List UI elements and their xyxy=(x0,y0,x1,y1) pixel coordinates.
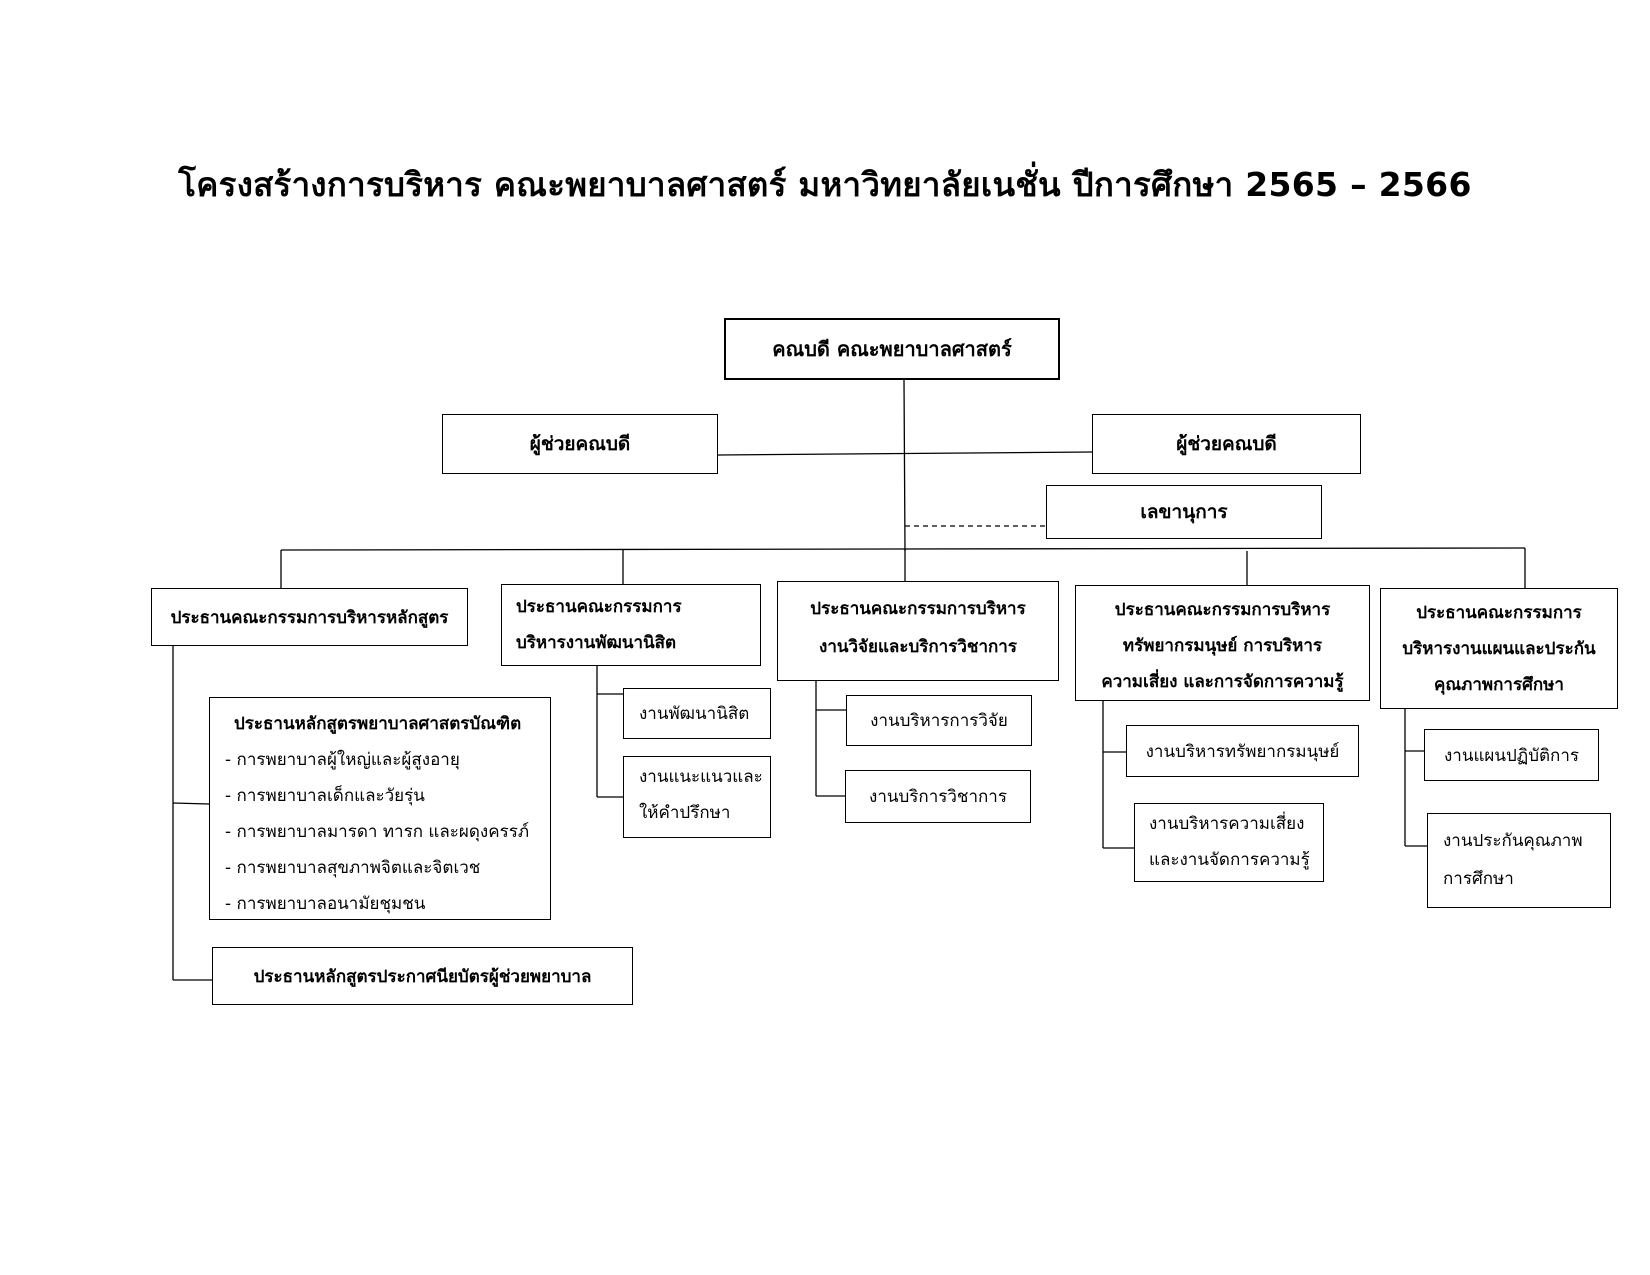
research-chair-box: ประธานคณะกรรมการบริหาร งานวิจัยและบริการ… xyxy=(777,581,1059,681)
page-title: โครงสร้างการบริหาร คณะพยาบาลศาสตร์ มหาวิ… xyxy=(178,165,1472,204)
curriculum-chair-label: ประธานคณะกรรมการบริหารหลักสูตร xyxy=(170,607,449,628)
hr-unit-label: และงานจัดการความรู้ xyxy=(1149,850,1310,870)
plan-chair-line-1: ประธานคณะกรรมการ xyxy=(1416,603,1582,623)
student-dev-chair-box: ประธานคณะกรรมการ บริหารงานพัฒนานิสิต xyxy=(501,584,761,666)
certificate-program-label: ประธานหลักสูตรประกาศนียบัตรผู้ช่วยพยาบาล xyxy=(253,966,592,987)
student-unit-label: งานพัฒนานิสิต xyxy=(639,704,750,724)
plan-chair-line-2: บริหารงานแผนและประกัน xyxy=(1402,639,1596,659)
hr-chair-box: ประธานคณะกรรมการบริหาร ทรัพยากรมนุษย์ กา… xyxy=(1075,585,1370,701)
curriculum-item: - การพยาบาลอนามัยชุมชน xyxy=(225,894,426,914)
dean-box: คณบดี คณะพยาบาลศาสตร์ xyxy=(724,318,1060,380)
assistant-dean-right-box: ผู้ช่วยคณบดี xyxy=(1092,414,1361,474)
hr-unit-label: งานบริหารความเสี่ยง xyxy=(1149,814,1305,834)
curriculum-item: - การพยาบาลสุขภาพจิตและจิตเวช xyxy=(225,858,481,878)
research-chair-line-1: ประธานคณะกรรมการบริหาร xyxy=(810,599,1026,619)
plan-unit-box-2: งานประกันคุณภาพ การศึกษา xyxy=(1427,813,1611,908)
student-unit-label: งานแนะแนวและ xyxy=(639,767,763,787)
student-unit-box-1: งานพัฒนานิสิต xyxy=(623,688,771,739)
assistant-dean-right-label: ผู้ช่วยคณบดี xyxy=(1176,433,1277,455)
curriculum-item: - การพยาบาลผู้ใหญ่และผู้สูงอายุ xyxy=(225,750,460,770)
student-unit-label: ให้คำปรึกษา xyxy=(639,803,731,823)
curriculum-item: - การพยาบาลเด็กและวัยรุ่น xyxy=(225,786,425,806)
hr-unit-box-2: งานบริหารความเสี่ยง และงานจัดการความรู้ xyxy=(1134,803,1324,882)
assistant-dean-left-label: ผู้ช่วยคณบดี xyxy=(529,433,631,455)
assistant-dean-left-box: ผู้ช่วยคณบดี xyxy=(442,414,718,474)
hr-chair-line-1: ประธานคณะกรรมการบริหาร xyxy=(1114,600,1331,620)
certificate-program-box: ประธานหลักสูตรประกาศนียบัตรผู้ช่วยพยาบาล xyxy=(212,947,633,1005)
assistant-connector-line xyxy=(717,451,1093,456)
secretary-label: เลขานุการ xyxy=(1140,501,1228,523)
plan-chair-line-3: คุณภาพการศึกษา xyxy=(1434,675,1564,695)
research-unit-label: งานบริหารการวิจัย xyxy=(870,711,1008,731)
hr-unit-box-1: งานบริหารทรัพยากรมนุษย์ xyxy=(1126,725,1359,777)
research-unit-box-2: งานบริการวิชาการ xyxy=(845,770,1031,823)
main-horizontal-line xyxy=(280,547,1526,551)
research-unit-box-1: งานบริหารการวิจัย xyxy=(846,695,1032,746)
hr-unit-label: งานบริหารทรัพยากรมนุษย์ xyxy=(1145,741,1340,762)
secretary-box: เลขานุการ xyxy=(1046,485,1322,539)
curriculum-item: - การพยาบาลมารดา ทารก และผดุงครรภ์ xyxy=(225,822,530,842)
curriculum-program-title: ประธานหลักสูตรพยาบาลศาสตรบัณฑิต xyxy=(234,714,522,734)
research-chair-line-2: งานวิจัยและบริการวิชาการ xyxy=(819,637,1017,657)
curriculum-program-box: ประธานหลักสูตรพยาบาลศาสตรบัณฑิต - การพยา… xyxy=(209,697,551,920)
curriculum-chair-box: ประธานคณะกรรมการบริหารหลักสูตร xyxy=(151,588,468,646)
plan-unit-label: การศึกษา xyxy=(1443,869,1514,889)
student-dev-chair-line-1: ประธานคณะกรรมการ xyxy=(516,597,682,617)
plan-unit-box-1: งานแผนปฏิบัติการ xyxy=(1424,729,1599,781)
dean-label: คณบดี คณะพยาบาลศาสตร์ xyxy=(772,337,1012,361)
student-dev-chair-line-2: บริหารงานพัฒนานิสิต xyxy=(516,633,677,653)
plan-chair-box: ประธานคณะกรรมการ บริหารงานแผนและประกัน ค… xyxy=(1380,588,1618,709)
hr-chair-line-2: ทรัพยากรมนุษย์ การบริหาร xyxy=(1122,636,1323,656)
curriculum-tick-line xyxy=(172,802,210,805)
plan-unit-label: งานประกันคุณภาพ xyxy=(1443,831,1583,851)
plan-unit-label: งานแผนปฏิบัติการ xyxy=(1443,745,1579,766)
research-unit-label: งานบริการวิชาการ xyxy=(869,787,1007,807)
hr-chair-line-3: ความเสี่ยง และการจัดการความรู้ xyxy=(1101,672,1344,692)
student-unit-box-2: งานแนะแนวและ ให้คำปรึกษา xyxy=(623,756,771,838)
dean-trunk-line xyxy=(903,379,906,552)
